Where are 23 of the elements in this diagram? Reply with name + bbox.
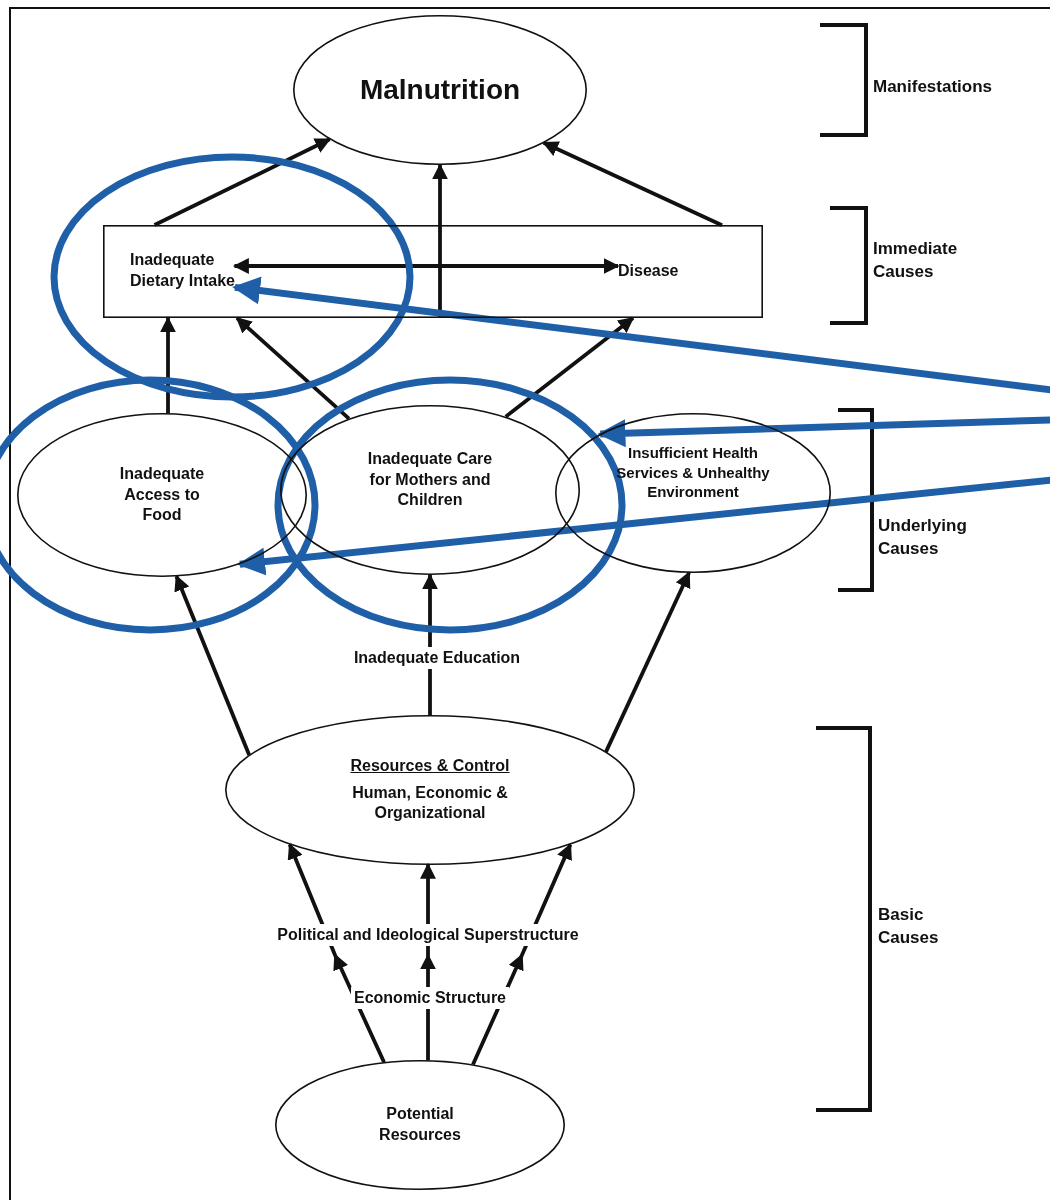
pointer-arrow — [232, 276, 1050, 394]
arrow — [174, 574, 251, 756]
node-label: Potential Resources — [378, 1104, 462, 1145]
bracket-label: Basic Causes — [878, 904, 940, 949]
node-label: Human, Economic & Organizational — [351, 782, 509, 824]
pointer-arrow — [237, 476, 1050, 576]
node-label: Inadequate Care for Mothers and Children — [366, 448, 494, 511]
arrow — [604, 571, 691, 753]
flow-label: Economic Structure — [351, 987, 509, 1009]
node-label: Inadequate Access to Food — [118, 463, 206, 526]
pointer-arrow — [597, 416, 1050, 448]
arrow — [504, 316, 635, 419]
node-heading: Resources & Control — [350, 755, 510, 776]
arrow — [232, 258, 620, 274]
node-label: Disease — [618, 261, 679, 281]
arrow — [422, 573, 438, 715]
bracket-label: Immediate Causes — [873, 238, 959, 283]
arrow — [153, 137, 332, 227]
arrow — [542, 141, 723, 227]
bracket-label: Underlying Causes — [878, 515, 968, 560]
bracket-label: Manifestations — [873, 76, 993, 98]
node-label: Malnutrition — [359, 72, 521, 107]
node-label: Inadequate Dietary Intake — [130, 250, 236, 291]
